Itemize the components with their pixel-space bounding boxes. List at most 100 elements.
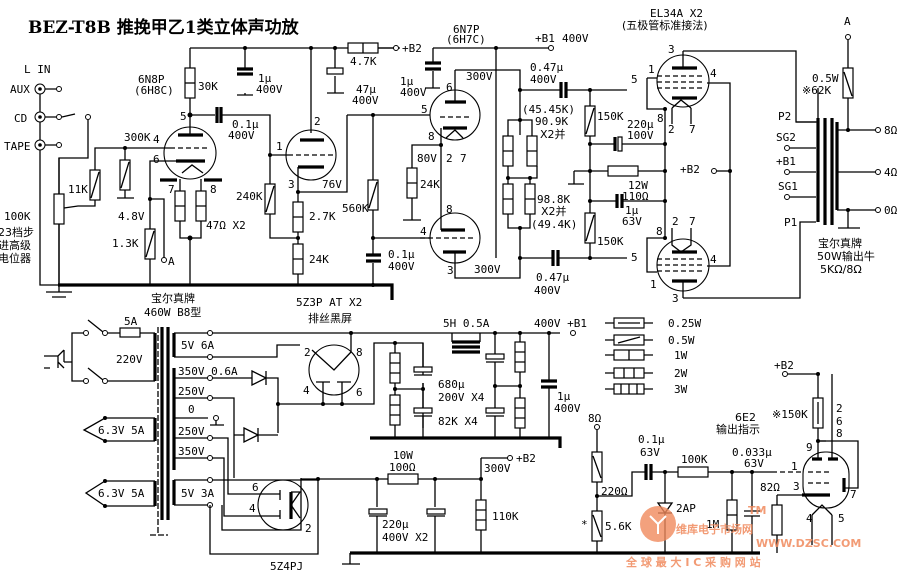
- res-110-ohm: [607, 165, 639, 177]
- fuse-5a: [119, 327, 141, 338]
- svg-text:63V: 63V: [622, 215, 642, 228]
- tube-6e2: [802, 451, 850, 509]
- svg-text:47Ω X2: 47Ω X2: [206, 219, 246, 232]
- svg-text:6: 6: [836, 415, 843, 428]
- svg-text:10W: 10W: [393, 449, 413, 462]
- svg-text:400V: 400V: [534, 284, 561, 297]
- svg-text:1μ: 1μ: [258, 72, 272, 85]
- svg-text:7: 7: [850, 488, 857, 501]
- svg-text:6: 6: [252, 481, 259, 494]
- svg-text:400V: 400V: [554, 402, 581, 415]
- svg-text:300K: 300K: [124, 131, 151, 144]
- svg-text:3: 3: [447, 264, 454, 277]
- svg-text:8Ω: 8Ω: [588, 412, 602, 425]
- svg-text:2: 2: [446, 152, 453, 165]
- heater-2-label: 6.3V 5A: [98, 487, 145, 500]
- svg-text:350V: 350V: [178, 445, 205, 458]
- stage2: 2 1 3 76V 240K 2.7K 24K: [236, 46, 348, 285]
- svg-text:8: 8: [428, 130, 435, 143]
- svg-text:8: 8: [657, 112, 664, 125]
- svg-text:1: 1: [276, 140, 283, 153]
- supply-filter: +B2 4.7K 47μ 400V: [326, 42, 422, 107]
- svg-text:4: 4: [710, 253, 717, 266]
- svg-text:2: 2: [668, 123, 675, 136]
- title: BEZ-T8B 推挽甲乙1类立体声功放: [28, 17, 300, 38]
- svg-text:5Z4PJ: 5Z4PJ: [270, 560, 303, 573]
- svg-text:6: 6: [446, 81, 453, 94]
- svg-text:8Ω: 8Ω: [884, 124, 898, 137]
- svg-text:3: 3: [668, 43, 675, 56]
- svg-text:0.1μ: 0.1μ: [638, 433, 665, 446]
- svg-text:0.47μ: 0.47μ: [536, 271, 569, 284]
- svg-text:1W: 1W: [674, 349, 688, 362]
- svg-text:6: 6: [356, 386, 363, 399]
- svg-text:A: A: [168, 255, 175, 268]
- res-110k: [475, 499, 487, 531]
- indicator: 8Ω 220Ω * 5.6K 0.1μ 63V 100K 2AP 1M 0.03…: [581, 359, 859, 553]
- svg-text:1: 1: [650, 278, 657, 291]
- source-cd: CD: [14, 112, 27, 125]
- svg-text:11K: 11K: [68, 183, 88, 196]
- svg-text:82K X4: 82K X4: [438, 415, 478, 428]
- svg-text:24K: 24K: [309, 253, 329, 266]
- svg-text:200V X4: 200V X4: [438, 391, 485, 404]
- svg-text:80V: 80V: [417, 152, 437, 165]
- svg-text:8: 8: [210, 183, 217, 196]
- svg-text:输出指示: 输出指示: [716, 422, 760, 436]
- svg-text:※150K: ※150K: [772, 408, 808, 421]
- phase-splitter: 6N7P (6H7C) +B1 400V 1μ 400V 6 300V 5 8 …: [342, 23, 589, 287]
- svg-text:0.1μ: 0.1μ: [232, 118, 259, 131]
- svg-text:220μ: 220μ: [627, 118, 654, 131]
- svg-text:SG1: SG1: [778, 180, 798, 193]
- svg-text:460W B8型: 460W B8型: [144, 305, 201, 319]
- coupling-caps: 0.47μ 400V 0.47μ 400V: [520, 61, 627, 297]
- svg-text:5Z3P AT X2: 5Z3P AT X2: [296, 296, 362, 309]
- svg-text:5: 5: [180, 110, 187, 123]
- svg-text:0.25W: 0.25W: [668, 317, 701, 330]
- svg-text:220μ: 220μ: [382, 518, 409, 531]
- tube-5z3p: [308, 344, 360, 396]
- svg-text:30K: 30K: [198, 80, 218, 93]
- svg-text:4: 4: [303, 384, 310, 397]
- legend: 0.25W 0.5W 1W 2W 3W: [605, 317, 701, 396]
- output-transformer: P2 SG2 +B1 SG1 P1 8Ω 4Ω 0Ω A 0.5W ※62K 宝…: [683, 15, 898, 299]
- svg-text:4: 4: [806, 512, 813, 525]
- svg-text:82Ω: 82Ω: [760, 481, 780, 494]
- svg-text:宝尔真牌: 宝尔真牌: [818, 236, 862, 250]
- svg-text:2W: 2W: [674, 367, 688, 380]
- svg-text:7: 7: [689, 215, 696, 228]
- svg-text:300V: 300V: [474, 263, 501, 276]
- svg-text:63V: 63V: [640, 446, 660, 459]
- svg-text:3: 3: [288, 178, 295, 191]
- svg-text:2: 2: [836, 402, 843, 415]
- svg-text:6N8P: 6N8P: [138, 73, 165, 86]
- svg-text:2: 2: [672, 215, 679, 228]
- svg-text:0Ω: 0Ω: [884, 204, 898, 217]
- svg-text:240K: 240K: [236, 190, 263, 203]
- svg-text:5A: 5A: [124, 315, 138, 328]
- svg-text:4: 4: [153, 133, 160, 146]
- svg-text:400V: 400V: [562, 32, 589, 45]
- svg-text:50W输出牛: 50W输出牛: [817, 249, 875, 263]
- svg-text:X2并: X2并: [541, 204, 567, 218]
- svg-text:24K: 24K: [420, 178, 440, 191]
- svg-text:680μ: 680μ: [438, 378, 465, 391]
- svg-text:150K: 150K: [597, 235, 624, 248]
- svg-text:98.8K: 98.8K: [537, 193, 570, 206]
- svg-text:8: 8: [356, 346, 363, 359]
- svg-text:2: 2: [305, 522, 312, 535]
- svg-text:100Ω: 100Ω: [389, 461, 416, 474]
- svg-text:5H 0.5A: 5H 0.5A: [443, 317, 490, 330]
- svg-text:90.9K: 90.9K: [535, 115, 568, 128]
- b2-supply: 10W 100Ω 220μ 400V X2 300V +B2 110K: [342, 449, 760, 565]
- svg-text:1μ: 1μ: [557, 390, 571, 403]
- svg-text:3W: 3W: [674, 383, 688, 396]
- volume-pot: [53, 193, 65, 225]
- svg-text:220Ω: 220Ω: [601, 485, 628, 498]
- svg-text:6N7P: 6N7P: [453, 23, 480, 36]
- svg-text:400V +B1: 400V +B1: [534, 317, 587, 330]
- channel-label: L IN: [24, 63, 51, 76]
- svg-text:8: 8: [446, 203, 453, 216]
- svg-text:5: 5: [631, 251, 638, 264]
- svg-text:EL34A X2: EL34A X2: [650, 7, 703, 20]
